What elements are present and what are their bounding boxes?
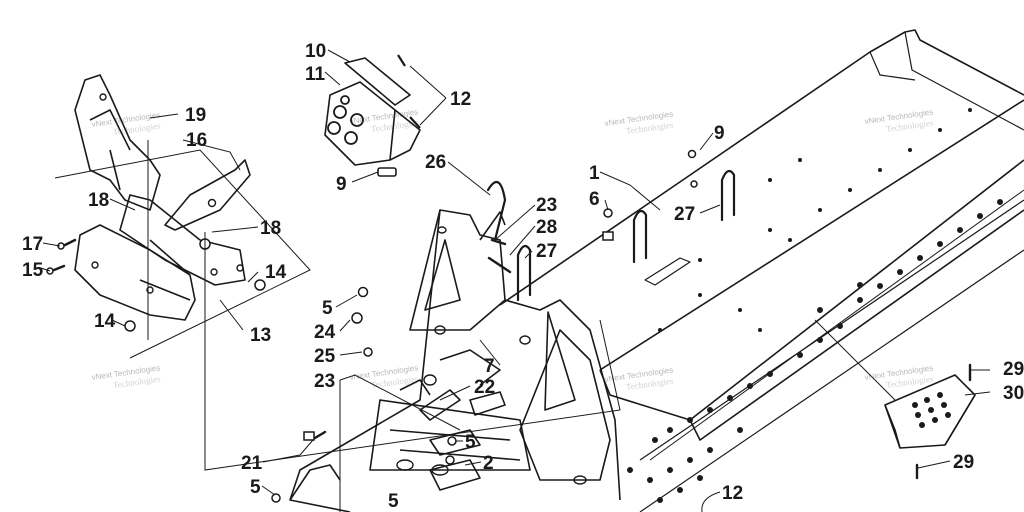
callout-23: 23 [536,195,557,216]
callout-10: 10 [305,41,326,62]
watermark: vNext Technologies Technologies [604,109,674,136]
callout-5: 5 [388,491,399,512]
leader-lines [40,49,991,512]
callout-12: 12 [722,483,743,504]
callout-labels: 10 11 12 9 26 19 16 18 18 17 15 14 14 13… [22,41,1024,512]
watermark: vNext Technologies Technologies [864,107,934,134]
callout-7: 7 [484,356,495,377]
callout-16: 16 [186,130,207,151]
callout-5: 5 [465,432,476,453]
callout-9: 9 [336,174,347,195]
tunnel-rivets [658,108,972,332]
watermark: vNext Technologies Technologies [349,363,419,390]
callout-25: 25 [314,346,336,367]
left-bracket-holes [91,93,244,294]
callout-27: 27 [536,241,557,262]
callout-22: 22 [474,377,495,398]
shock-bracket-assembly [324,54,421,177]
callout-23: 23 [314,371,335,392]
callout-5: 5 [322,298,333,319]
callout-17: 17 [22,234,43,255]
u-bolts [486,169,736,302]
left-bracket-assembly [74,74,251,321]
watermark: vNext Technologies Technologies [91,363,161,390]
callout-13: 13 [250,325,271,346]
callout-9: 9 [714,123,725,144]
callout-18: 18 [260,218,281,239]
chassis-tunnel [499,29,1024,512]
callout-18: 18 [88,190,109,211]
callout-5: 5 [250,477,261,498]
callout-1: 1 [589,163,600,184]
callout-26: 26 [425,152,446,173]
callout-29: 29 [953,452,974,473]
footrest-plate [884,374,976,449]
callout-29: 29 [1003,359,1024,380]
running-board-holes [627,199,1003,503]
callout-28: 28 [536,217,557,238]
callout-15: 15 [22,260,44,281]
callout-27: 27 [674,204,695,225]
front-frame [289,209,621,512]
callout-19: 19 [185,105,206,126]
front-frame-holes [396,226,587,485]
callout-12: 12 [450,89,471,110]
callout-30: 30 [1003,383,1024,404]
callout-24: 24 [314,322,336,343]
callout-2: 2 [483,453,494,474]
footrest-holes [912,392,951,428]
watermark: vNext Technologies Technologies [604,365,674,392]
callout-14: 14 [265,262,287,283]
callout-14: 14 [94,311,116,332]
callout-11: 11 [305,64,326,85]
callout-6: 6 [589,189,600,210]
bolts [52,238,972,480]
callout-21: 21 [241,453,263,474]
shock-bracket-holes [327,95,364,145]
